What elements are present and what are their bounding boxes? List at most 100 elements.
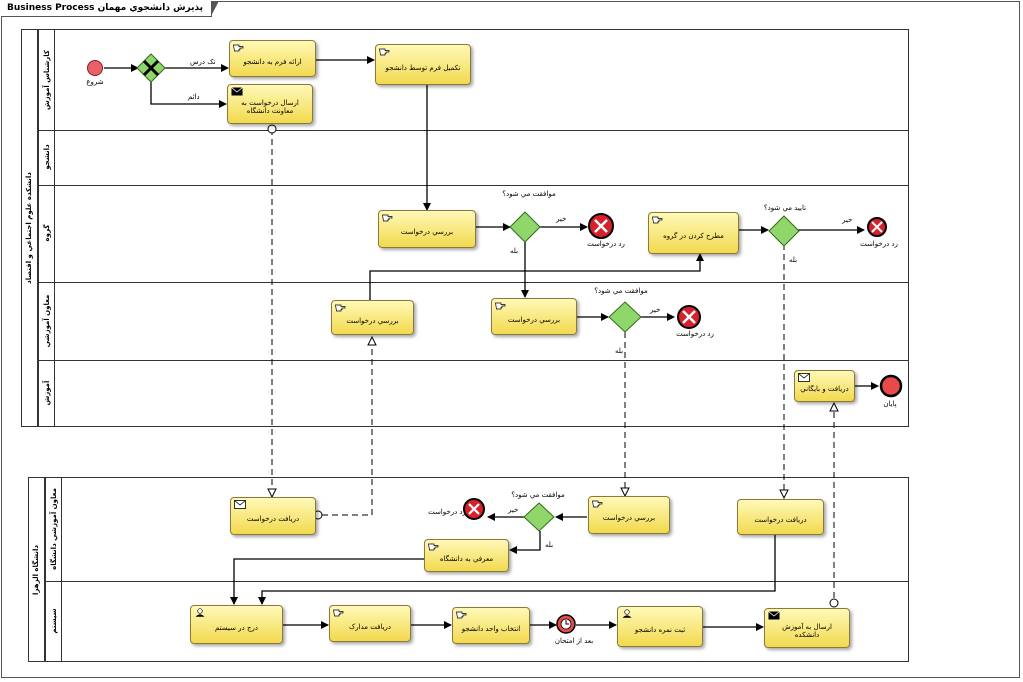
flow-label-no: خير — [650, 306, 661, 314]
flow-label-no: خير — [842, 216, 853, 224]
user-icon — [195, 608, 205, 617]
task-label: بررسي درخواست — [602, 514, 656, 522]
task-label: ثبت نمره دانشجو — [634, 625, 686, 634]
task-label: انتخاب واحد دانشجو — [461, 624, 521, 633]
task-receive-docs[interactable]: دريافت مدارک — [329, 605, 411, 642]
flow — [258, 535, 776, 605]
task-label: بررسي درخواست — [507, 315, 561, 324]
reject-label: رد درخواست — [428, 508, 466, 516]
envelope-filled-icon — [768, 611, 780, 620]
lane-divider — [38, 282, 909, 283]
task-enter-system[interactable]: درج در سيستم — [190, 605, 283, 644]
pool-faculty-header — [21, 29, 38, 427]
flow — [230, 558, 426, 605]
task-label: دريافت و بايگاني — [800, 385, 849, 393]
flow — [150, 81, 227, 108]
hand-icon — [233, 44, 244, 52]
task-receive-request-left[interactable]: دريافت درخواست — [230, 497, 316, 535]
hand-icon — [382, 214, 393, 222]
hand-icon — [495, 302, 506, 310]
flow-label-no: خير — [556, 215, 567, 223]
hand-icon — [456, 611, 467, 619]
task-label: ارائه فرم به دانشجو — [243, 57, 302, 66]
error-end-event — [677, 305, 701, 329]
lane-divider — [38, 185, 909, 186]
task-deputy-review-2[interactable]: بررسي درخواست — [491, 298, 577, 335]
task-send-request[interactable]: ارسال درخواست به معاونت دانشگاه — [227, 84, 313, 124]
lane-divider — [38, 360, 909, 361]
message-flow — [322, 337, 372, 516]
task-send-education[interactable]: ارسال به آموزش دانشکده — [764, 608, 850, 648]
hand-icon — [333, 609, 344, 617]
flow-label-yes: بله — [545, 541, 554, 549]
task-record-grade[interactable]: ثبت نمره دانشجو — [617, 606, 703, 647]
lane-divider — [38, 130, 909, 131]
task-group-review[interactable]: بررسي درخواست — [378, 210, 476, 248]
task-label: درج در سيستم — [215, 623, 258, 632]
message-source — [267, 124, 277, 134]
task-form-submit[interactable]: ارائه فرم به دانشجو — [229, 40, 316, 77]
start-label: شروع — [86, 78, 104, 86]
task-label: دريافت درخواست — [754, 516, 807, 524]
task-label: مطرح کردن در گروه — [663, 232, 724, 240]
flow-label-yes: بله — [789, 256, 798, 264]
error-end-event — [588, 213, 614, 239]
lane-header-strip — [45, 477, 62, 662]
hand-icon — [592, 500, 603, 508]
timer-label: بعد از امتحان — [554, 637, 594, 645]
flow-label-permanent: دائم — [188, 93, 200, 101]
flow — [369, 253, 704, 300]
task-raise-in-group[interactable]: مطرح کردن در گروه — [648, 212, 739, 254]
flow-label-no: خير — [508, 506, 519, 514]
task-form-complete[interactable]: تکميل فرم توسط دانشجو — [375, 44, 471, 85]
diagram-title: Business Process پذیرش دانشجوي مهمان — [1, 1, 220, 17]
reject-label: رد درخواست — [676, 330, 714, 338]
hand-icon — [428, 543, 439, 551]
task-receive-archive[interactable]: دريافت و بايگاني — [794, 370, 855, 402]
task-label: بررسي درخواست — [400, 228, 454, 236]
end-label: پايان — [883, 400, 897, 408]
reject-label: رد درخواست — [587, 240, 625, 248]
flow-label-single-course: تک درس — [190, 58, 216, 66]
task-introduce[interactable]: معرفي به دانشگاه — [424, 539, 509, 572]
task-label: ارسال به آموزش دانشکده — [782, 623, 832, 639]
task-label: ارسال درخواست به معاونت دانشگاه — [241, 99, 299, 115]
message-source — [829, 598, 839, 608]
lane-header-strip — [38, 29, 55, 427]
envelope-icon — [234, 500, 246, 509]
gateway-group-agree — [509, 211, 541, 243]
error-end-event — [463, 498, 485, 520]
pool-university-header — [28, 477, 45, 662]
end-event — [879, 374, 903, 398]
exclusive-gateway-start — [136, 53, 166, 83]
gateway-deputy-agree — [608, 301, 642, 333]
task-label: دريافت درخواست — [246, 515, 300, 523]
user-icon — [622, 609, 632, 618]
gateway-question: موافقت مي شود؟ — [511, 491, 565, 499]
gateway-question: موافقت مي شود؟ — [502, 190, 556, 198]
task-receive-request-right[interactable]: دريافت درخواست — [737, 499, 824, 535]
hand-icon — [379, 48, 390, 56]
hand-icon — [652, 216, 663, 224]
task-label: دريافت مدارک — [348, 622, 392, 631]
task-select-units[interactable]: انتخاب واحد دانشجو — [452, 607, 530, 644]
task-deputy-review-1[interactable]: بررسي درخواست — [331, 300, 414, 335]
gateway-group-confirm — [768, 215, 800, 247]
flow-label-yes: بله — [510, 247, 519, 255]
gateway-univ-agree — [523, 502, 555, 532]
gateway-question: موافقت مي شود؟ — [594, 287, 648, 295]
gateway-question: تاييد مي شود؟ — [763, 204, 807, 212]
timer-event — [556, 614, 576, 634]
task-univ-review[interactable]: بررسي درخواست — [588, 496, 670, 534]
envelope-filled-icon — [231, 87, 243, 96]
task-label: معرفي به دانشگاه — [439, 554, 494, 563]
task-label: بررسي درخواست — [346, 316, 399, 325]
hand-icon — [335, 304, 346, 312]
start-event — [87, 60, 103, 76]
envelope-icon — [798, 373, 810, 382]
flow-label-yes: بله — [615, 347, 624, 355]
lane-divider — [45, 581, 909, 582]
task-label: تکميل فرم توسط دانشجو — [385, 63, 461, 72]
